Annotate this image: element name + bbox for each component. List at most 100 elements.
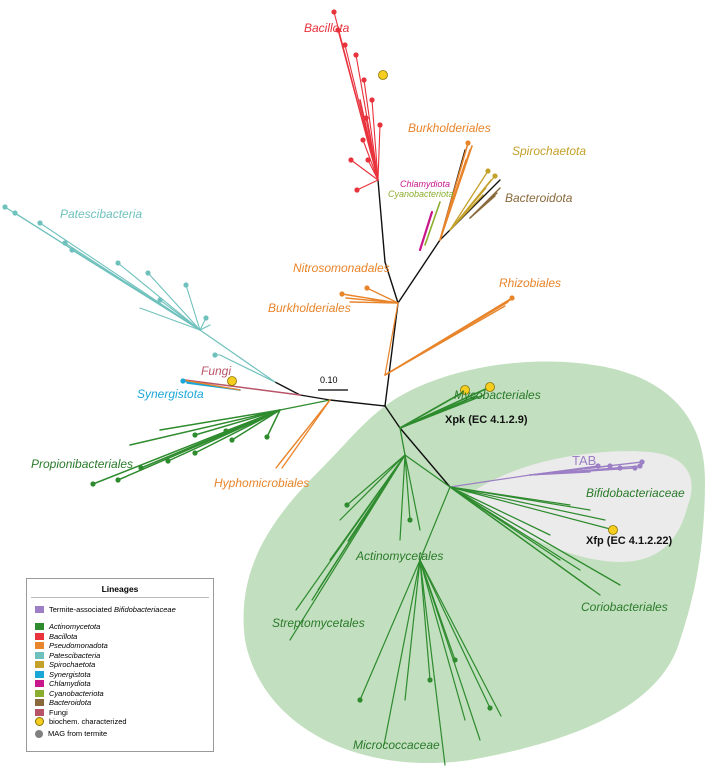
streptomycetales-125 — [329, 454, 406, 561]
patescibacteria-tip — [212, 352, 218, 358]
bacillota-20 — [367, 159, 379, 181]
legend-label-bacillota: Bacillota — [49, 631, 78, 641]
propionibacteriales-tip — [90, 481, 96, 487]
label-micrococcaceae: Micrococcaceae — [353, 738, 440, 752]
tree-tips — [2, 9, 645, 711]
propionibacteriales-tip — [192, 432, 198, 438]
backbone-2 — [384, 261, 399, 304]
legend-swatch-actinomycetota — [35, 623, 44, 630]
legend-item-bacteroidota: Bacteroidota — [35, 698, 91, 707]
synergistota-tip — [180, 378, 186, 384]
burkholderiales-mid-42 — [349, 301, 399, 304]
bacillota-stem-23 — [359, 99, 379, 181]
label-burkholderiales-mid: Burkholderiales — [268, 301, 351, 315]
actino-stem-98 — [399, 427, 406, 456]
streptomycetales-127 — [289, 454, 406, 641]
tab-tip — [607, 463, 613, 469]
propionibacteriales-76 — [194, 409, 281, 436]
bacillota-15 — [363, 79, 379, 181]
propionibacteriales-74 — [266, 409, 281, 438]
backbone-3 — [377, 179, 386, 263]
biochem-characterized-marker — [460, 385, 470, 395]
tab-tip — [637, 463, 643, 469]
label-cyanobacteriota: Cyanobacteriota — [388, 189, 454, 199]
label-coriobacteriales: Coriobacteriales — [581, 600, 668, 614]
propionibacteriales-77 — [159, 409, 281, 431]
micrococcaceae-124 — [419, 559, 446, 766]
rhizobiales-46 — [384, 299, 511, 376]
tab-clade-background — [468, 451, 692, 562]
label-bacillota: Bacillota — [304, 21, 350, 35]
label-bifidobacteriaceae: Bifidobacteriaceae — [586, 486, 685, 500]
bacillota-tip — [348, 157, 354, 163]
propionibacteriales-tip — [192, 450, 198, 456]
legend-swatch-chlamydiota — [35, 680, 44, 687]
legend-mag-label: MAG from termite — [48, 729, 108, 738]
propionibacteriales-71 — [167, 409, 281, 462]
propionibacteriales-tip — [229, 437, 235, 443]
label-xfp: Xfp (EC 4.1.2.22) — [586, 535, 673, 547]
spirochaetota-28 — [449, 170, 489, 231]
legend-label-actinomycetota: Actinomycetota — [49, 622, 101, 631]
burkholderiales-top-27 — [439, 145, 473, 241]
patescibacteria-tip — [37, 220, 43, 226]
tab-tip — [639, 459, 645, 465]
bacteroidota-35 — [469, 195, 496, 219]
tab-93 — [529, 471, 591, 476]
label-burkholderiales-top: Burkholderiales — [408, 121, 491, 135]
patescibacteria-tip — [157, 297, 163, 303]
hyphomicrobiales-81 — [281, 399, 331, 469]
legend-swatch-bacteroidota — [35, 699, 44, 706]
rhizobiales-tip — [509, 295, 515, 301]
patescibacteria-tip — [203, 315, 209, 321]
backbone-8 — [274, 381, 301, 396]
patescibacteria-tip — [2, 204, 8, 210]
legend-item-spirochaetota: Spirochaetota — [35, 660, 95, 669]
actinomycetales2-106 — [404, 454, 421, 531]
legend-label-synergistota: Synergistota — [49, 669, 91, 679]
propionibacteriales-78 — [129, 409, 281, 446]
label-synergistota: Synergistota — [137, 387, 204, 401]
biochem-characterized-marker — [485, 382, 495, 392]
bacillota-21 — [350, 159, 379, 181]
legend-swatch-cyanobacteriota — [35, 689, 44, 697]
spirochaetota-32 — [449, 194, 484, 231]
legend-label-fungi: Fungi — [49, 707, 68, 717]
micrococcaceae-118 — [419, 559, 431, 681]
bacillota-18 — [371, 99, 379, 181]
actino-stem-99 — [404, 454, 451, 488]
micrococcaceae-tip — [487, 705, 493, 711]
tab-tip — [632, 465, 638, 471]
backbone-7 — [299, 394, 331, 401]
micrococcaceae-120 — [419, 559, 491, 709]
hyphomicrobiales-80 — [278, 399, 331, 465]
bacillota-tip — [361, 77, 367, 83]
patescibacteria-tip — [183, 282, 189, 288]
scale-bar-label: 0.10 — [320, 375, 338, 385]
patescibacteria-56 — [185, 284, 201, 331]
legend-swatch-synergistota — [35, 670, 44, 678]
nitrosomonadales-38 — [366, 287, 399, 304]
patescibacteria-59 — [159, 299, 201, 331]
rhizobiales-stem-47 — [384, 302, 399, 376]
label-spirochaetota: Spirochaetota — [512, 144, 587, 158]
propionibacteriales-tip — [223, 428, 229, 434]
propionibacteriales-tip — [165, 458, 171, 464]
legend-label-cyanobacteriota: Cyanobacteriota — [49, 688, 104, 698]
legend-swatch-bacillota — [35, 632, 44, 640]
micrococcaceae-123 — [419, 559, 466, 721]
label-actinomycetales: Actinomycetales — [356, 549, 444, 563]
actinomycetales-101 — [346, 454, 406, 506]
legend-swatch-spirochaetota — [35, 661, 44, 668]
propionibacteriales-tip — [115, 477, 121, 483]
legend-item-bacillota: Bacillota — [35, 632, 77, 641]
propionibacteriales-73 — [231, 409, 281, 441]
biochem-characterized-marker — [227, 376, 237, 386]
micrococcaceae-121 — [419, 559, 502, 717]
legend-label-pseudomonadota: Pseudomonadota — [49, 641, 108, 650]
patescibacteria-tip — [12, 210, 18, 216]
legend-item-cyanobacteriota: Cyanobacteriota — [35, 689, 104, 698]
coriobacteriales-113 — [449, 486, 551, 536]
legend-item-biochem: biochem. characterized — [35, 717, 127, 726]
